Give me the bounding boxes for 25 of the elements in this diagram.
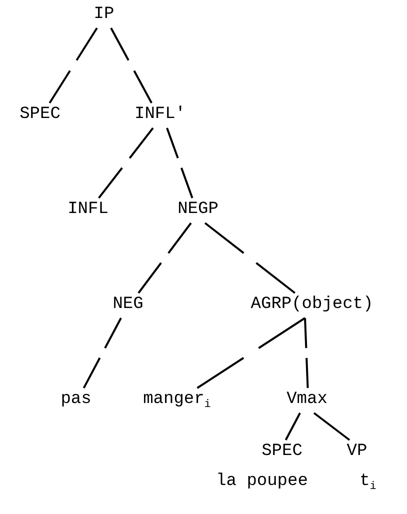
tree-node-label: NEGP xyxy=(176,200,220,220)
tree-branch-line xyxy=(138,222,192,294)
tree-node-label: INFL' xyxy=(134,105,186,125)
tree-node-label: AGRP(object) xyxy=(250,295,374,315)
tree-branch-line xyxy=(98,127,154,199)
tree-branch-line xyxy=(82,318,122,388)
tree-node-label: IP xyxy=(92,5,116,25)
tree-branch-line xyxy=(313,412,350,441)
tree-branch-line xyxy=(196,317,306,389)
tree-node-label: VP xyxy=(346,442,368,462)
tree-node-label: Vmax xyxy=(286,390,328,410)
tree-node-label: la poupee xyxy=(215,472,309,492)
tree-branch-line xyxy=(284,412,301,440)
tree-branch-line xyxy=(204,222,296,294)
tree-node-label: NEG xyxy=(112,295,144,315)
tree-node-label: pas xyxy=(60,390,92,410)
tree-branch-line xyxy=(110,28,152,104)
tree-branch-line xyxy=(48,27,98,104)
tree-branch-line xyxy=(304,318,309,388)
tree-node-label: manger$_{i}$ xyxy=(142,390,212,410)
tree-node-label: t$_{i}$ xyxy=(358,472,378,492)
tree-node-label: INFL xyxy=(66,200,110,220)
tree-node-label: SPEC xyxy=(260,442,304,462)
tree-branch-line xyxy=(166,128,194,198)
tree-node-label: SPEC xyxy=(18,105,62,125)
